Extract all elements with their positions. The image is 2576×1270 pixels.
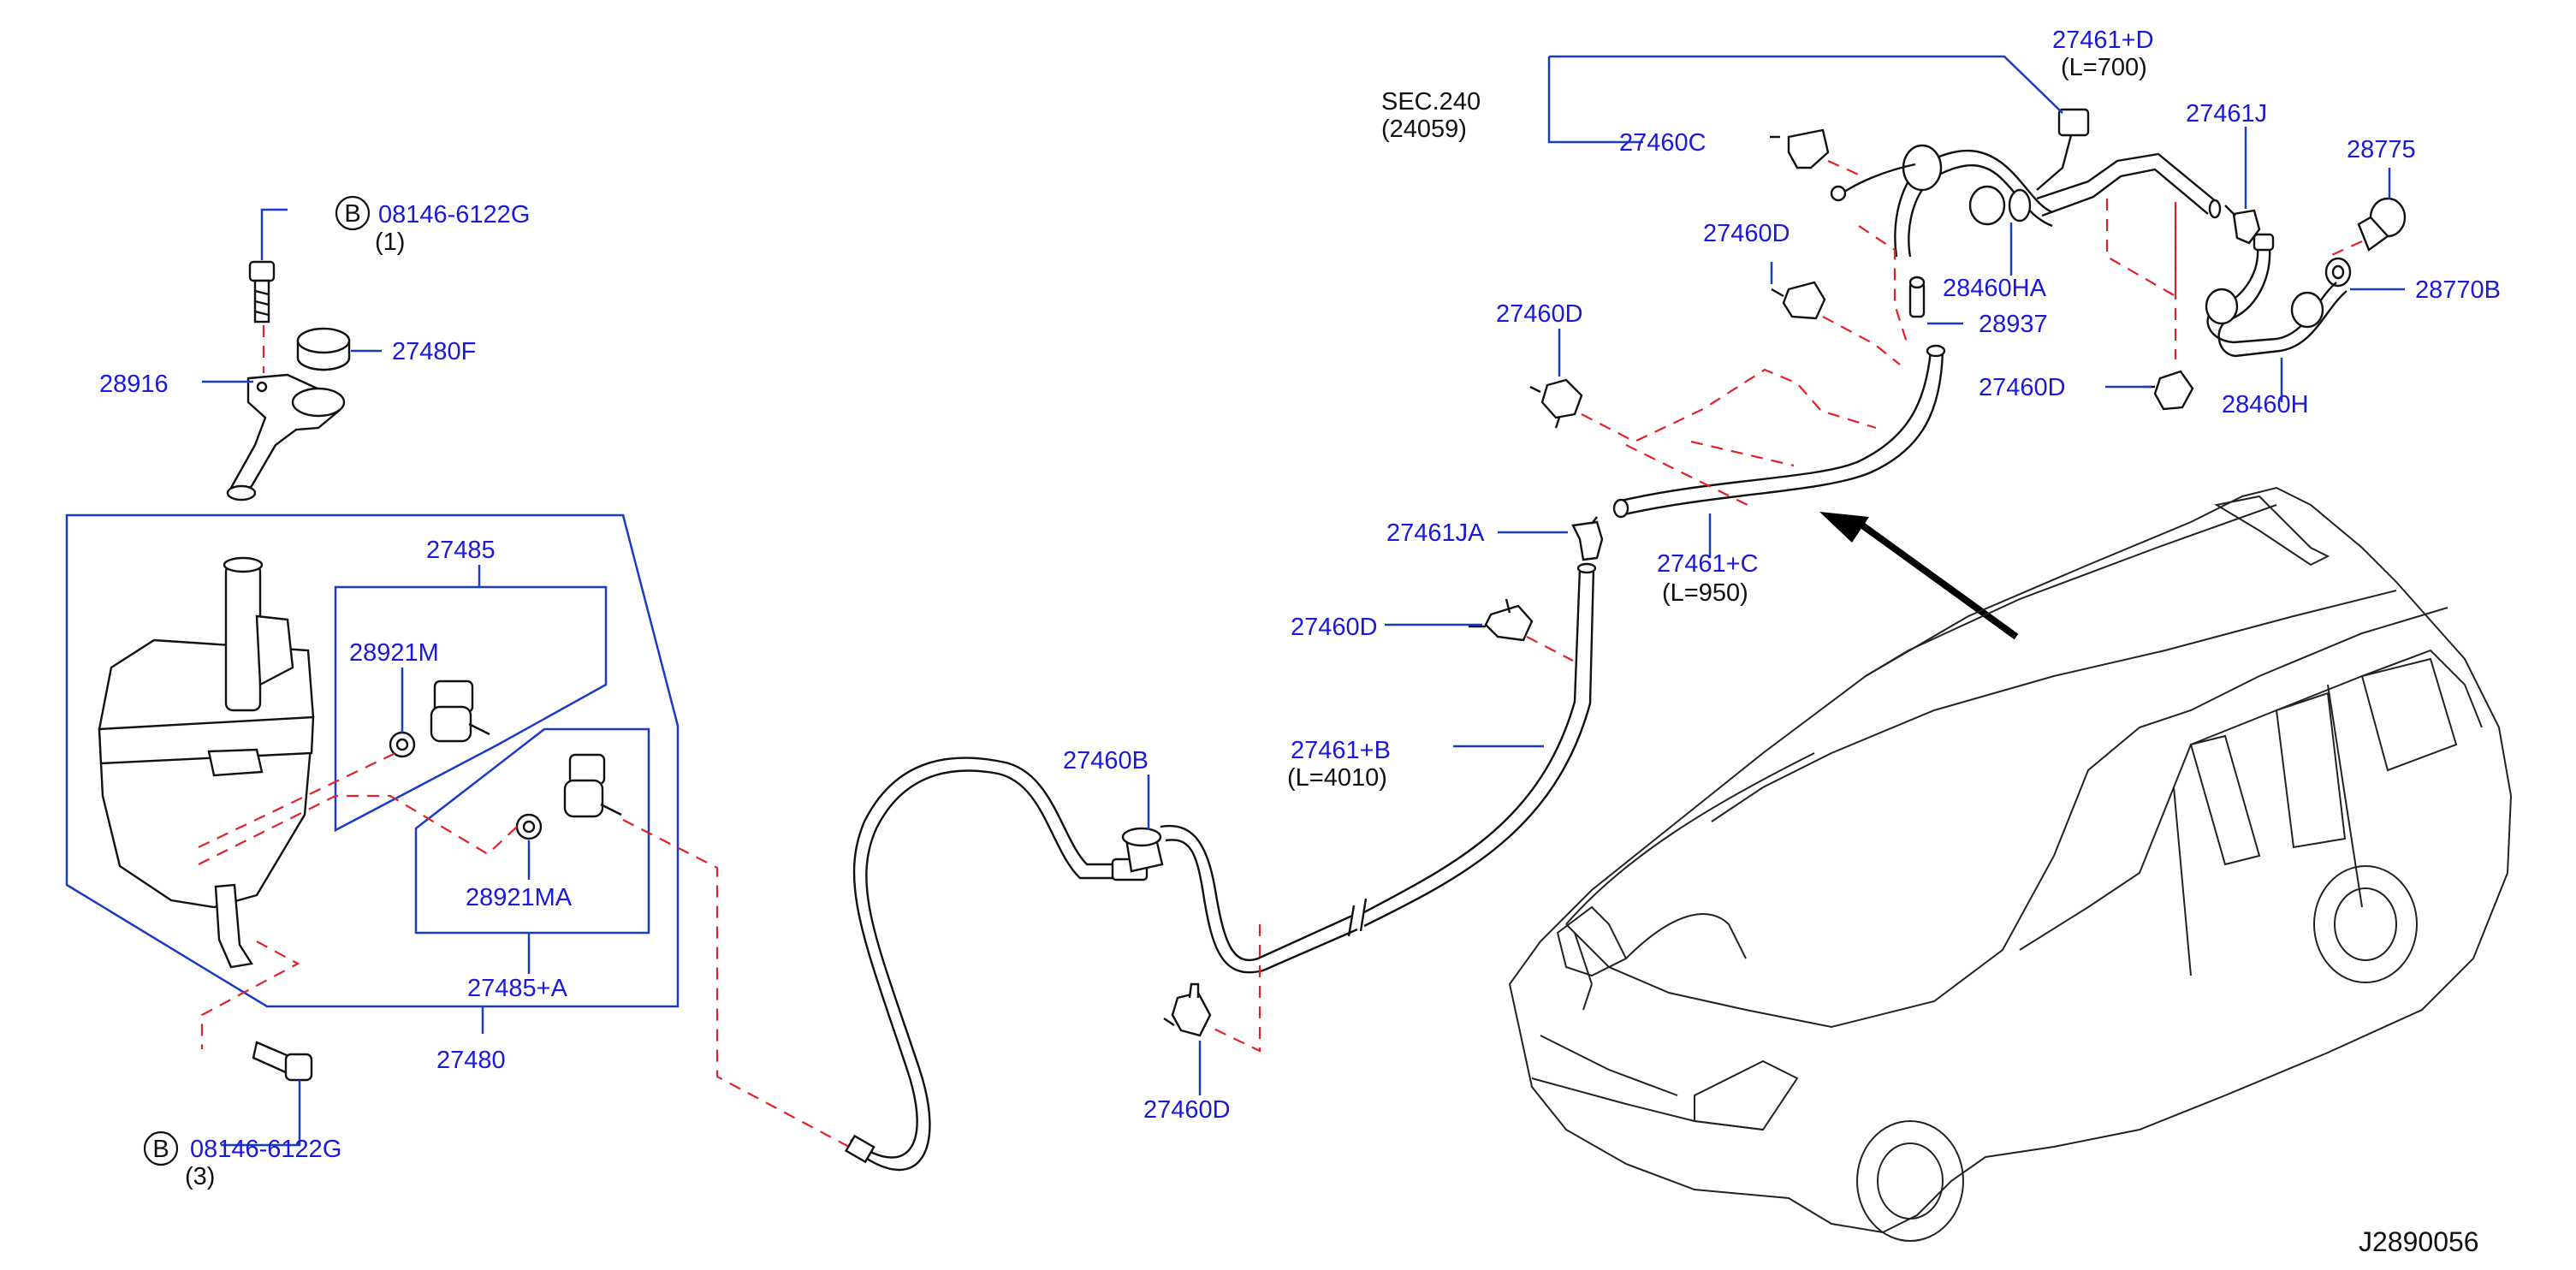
hose-run [844, 516, 1604, 1172]
bolt-badge-bottom: B [143, 1131, 179, 1166]
bolt-badge-label-top: B [344, 200, 360, 228]
label-27460D-right: 27460D [1979, 374, 2066, 401]
label-27485: 27485 [426, 537, 496, 564]
label-qty-top: (1) [375, 228, 405, 256]
hose-28460H-icon [2205, 233, 2347, 358]
grommet-28770B-icon [2324, 257, 2352, 288]
clip-27460D-right-icon [2143, 370, 2194, 411]
clip-27460D-bottom-icon [1163, 982, 1212, 1037]
label-27460B: 27460B [1063, 747, 1149, 774]
label-27461-B: 27461+B [1291, 737, 1391, 764]
bolt-bottom-icon [252, 1041, 313, 1082]
clip-27460D-left-icon [1529, 378, 1583, 429]
washer-tank-icon [98, 556, 315, 969]
label-27461JA: 27461JA [1386, 519, 1485, 547]
clip-27460C-icon [1770, 128, 1830, 169]
label-27480: 27480 [436, 1047, 506, 1074]
label-sec-240-sub: (24059) [1381, 116, 1467, 143]
label-27461-B-length: (L=4010) [1287, 764, 1387, 792]
bolt-badge-label-bottom: B [152, 1136, 169, 1163]
joint-27461J-icon [2224, 205, 2261, 245]
label-27480F: 27480F [392, 338, 476, 365]
label-28770B: 28770B [2415, 276, 2501, 304]
clip-27460D-top-icon [1771, 281, 1826, 320]
label-27485-A: 27485+A [467, 975, 568, 1002]
label-27460C: 27460C [1619, 129, 1706, 157]
label-08146-6122G-top: 08146-6122G [378, 201, 530, 228]
vehicle-illustration-icon [1508, 486, 2513, 1242]
bolt-badge-top: B [335, 195, 371, 231]
label-27461-D: 27461+D [2052, 27, 2154, 54]
label-28460HA: 28460HA [1943, 275, 2047, 302]
diagram-code: J2890056 [2359, 1226, 2479, 1257]
nozzle-28937-icon [1908, 276, 1926, 318]
hose-28460HA-icon [1894, 108, 2222, 258]
upper-hoses [1529, 55, 2407, 640]
label-28937: 28937 [1979, 311, 2048, 338]
label-27460D-mid: 27460D [1291, 614, 1378, 641]
label-28460H: 28460H [2222, 391, 2309, 418]
label-sec-240: SEC.240 [1381, 88, 1481, 116]
cap-28775-icon [2357, 197, 2407, 252]
bolt-top-icon [248, 260, 276, 323]
label-28921MA: 28921MA [466, 884, 573, 911]
label-27460D-bottom: 27460D [1143, 1096, 1231, 1124]
label-27461-C-length: (L=950) [1662, 579, 1748, 607]
label-28921M: 28921M [349, 639, 439, 667]
label-27461J: 27461J [2186, 100, 2267, 128]
filler-cap-icon [296, 327, 351, 371]
filler-neck-icon [226, 373, 346, 501]
pump-28921MA-icon [515, 753, 622, 840]
label-08146-6122G-bottom: 08146-6122G [190, 1136, 341, 1163]
label-qty-bottom: (3) [185, 1163, 215, 1190]
pump-28921M-icon [389, 680, 490, 758]
clip-27460D-mid-icon [1469, 598, 1534, 642]
label-27461-C: 27461+C [1657, 550, 1759, 578]
label-27461-D-length: (L=700) [2061, 54, 2147, 81]
joint-27461JA-icon [1571, 516, 1604, 561]
reservoir-group [65, 208, 850, 1148]
label-27460D-left: 27460D [1496, 300, 1583, 328]
label-28916: 28916 [99, 371, 169, 398]
connector-27460B-icon [1111, 827, 1164, 881]
label-27460D-top: 27460D [1703, 220, 1790, 247]
label-28775: 28775 [2347, 136, 2416, 163]
